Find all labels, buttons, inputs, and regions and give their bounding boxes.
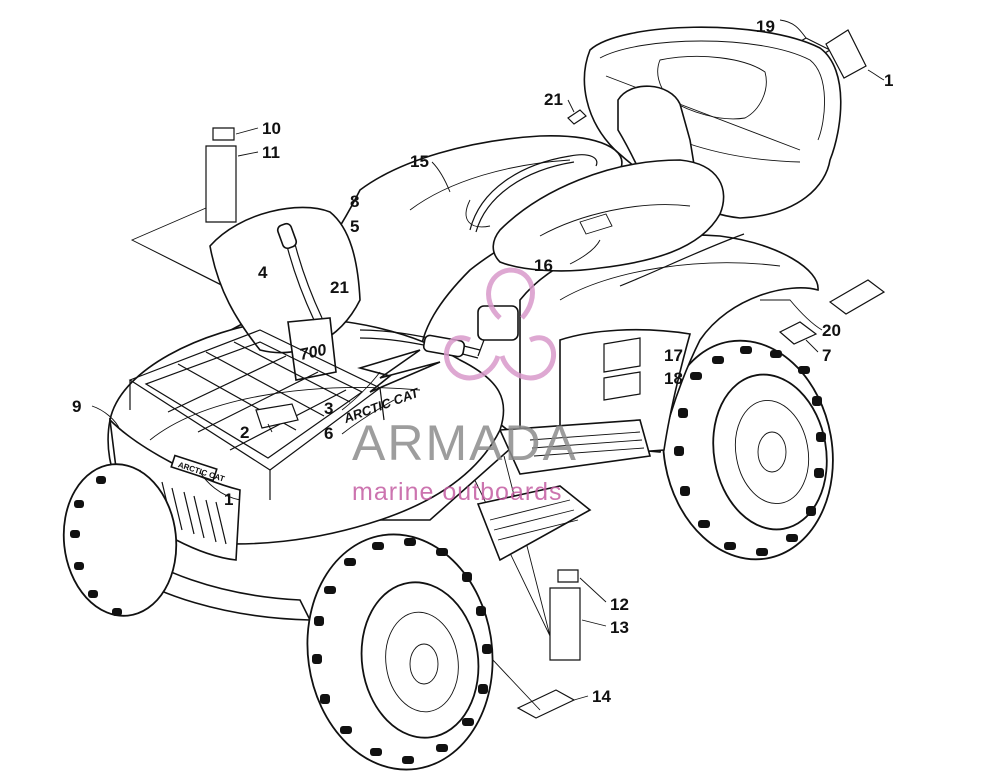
decal-21-top[interactable] [567, 109, 587, 125]
callout-3[interactable]: 3 [324, 399, 333, 418]
lightning-decal[interactable] [357, 349, 441, 393]
leader-14 [573, 695, 589, 701]
callout-11[interactable]: 11 [262, 143, 280, 162]
callout-1-front[interactable]: 1 [224, 490, 233, 509]
callout-14[interactable]: 14 [592, 687, 611, 706]
callout-12[interactable]: 12 [610, 595, 629, 614]
decal-10[interactable] [212, 127, 235, 141]
right-grab-handle[interactable] [619, 233, 745, 287]
seat-stripe [579, 213, 613, 235]
right-footwell[interactable] [498, 419, 652, 475]
seat-panel [539, 204, 691, 237]
callout-19[interactable]: 19 [756, 17, 775, 36]
instrument-pod[interactable]: 700 [287, 317, 337, 381]
decal-20[interactable] [828, 279, 886, 315]
callout-leaders [91, 161, 601, 501]
decal-7[interactable] [778, 321, 818, 345]
display-number: 700 [298, 342, 328, 364]
front-right-wheel[interactable] [292, 522, 507, 776]
callout-9[interactable]: 9 [72, 397, 81, 416]
leader-10 [235, 127, 259, 135]
front-left-wheel[interactable] [56, 459, 183, 622]
body-shell-contour [409, 159, 571, 211]
callout-15[interactable]: 15 [410, 152, 429, 171]
callout-2[interactable]: 2 [240, 423, 249, 442]
footwell-grip [529, 431, 645, 457]
decal-13[interactable] [549, 587, 581, 661]
watermark: ARMADA marine outboards [352, 267, 578, 506]
front-cowl[interactable] [209, 206, 361, 354]
mirror[interactable] [477, 305, 519, 357]
callout-18[interactable]: 18 [664, 369, 683, 388]
leader-11 [237, 151, 259, 157]
decal-14[interactable] [516, 689, 576, 719]
callout-10[interactable]: 10 [262, 119, 281, 138]
decal-2[interactable] [255, 403, 299, 429]
callout-21-top[interactable]: 21 [544, 90, 563, 109]
leader-1-top [867, 69, 885, 81]
rear-fender-ridge [559, 262, 781, 301]
callout-4[interactable]: 4 [258, 263, 268, 282]
callout-7[interactable]: 7 [822, 346, 831, 365]
rear-grab-handle[interactable] [469, 154, 598, 231]
callout-21-mid[interactable]: 21 [330, 278, 349, 297]
callout-13[interactable]: 13 [610, 618, 629, 637]
callout-6[interactable]: 6 [324, 424, 333, 443]
watermark-logo [443, 267, 557, 381]
leader-12 [579, 577, 607, 603]
body-shell-curve [465, 199, 491, 228]
seat[interactable] [492, 159, 725, 272]
callout-5[interactable]: 5 [350, 217, 359, 236]
leader-20 [760, 299, 823, 331]
left-footwell-grip [489, 499, 579, 541]
callout-labels: 19 1 21 10 11 15 8 5 4 21 16 20 7 17 18 … [72, 17, 893, 706]
callout-16[interactable]: 16 [534, 256, 553, 275]
decal-1-top[interactable] [825, 29, 867, 79]
callout-8[interactable]: 8 [350, 192, 359, 211]
decal-12[interactable] [557, 569, 579, 583]
callout-17[interactable]: 17 [664, 346, 683, 365]
rear-right-wheel[interactable] [646, 327, 850, 573]
callout-20[interactable]: 20 [822, 321, 841, 340]
leader-19 [779, 19, 807, 39]
left-footwell[interactable] [476, 485, 592, 562]
watermark-subtitle: marine outboards [352, 478, 563, 506]
decal-11[interactable] [205, 145, 237, 223]
watermark-title: ARMADA [352, 415, 578, 471]
leader-21-top [567, 99, 575, 113]
callout-1-top[interactable]: 1 [884, 71, 893, 90]
decal-17[interactable] [603, 337, 641, 373]
leader-7 [805, 339, 819, 353]
decal-18[interactable] [603, 371, 641, 401]
leader-13 [581, 619, 607, 627]
